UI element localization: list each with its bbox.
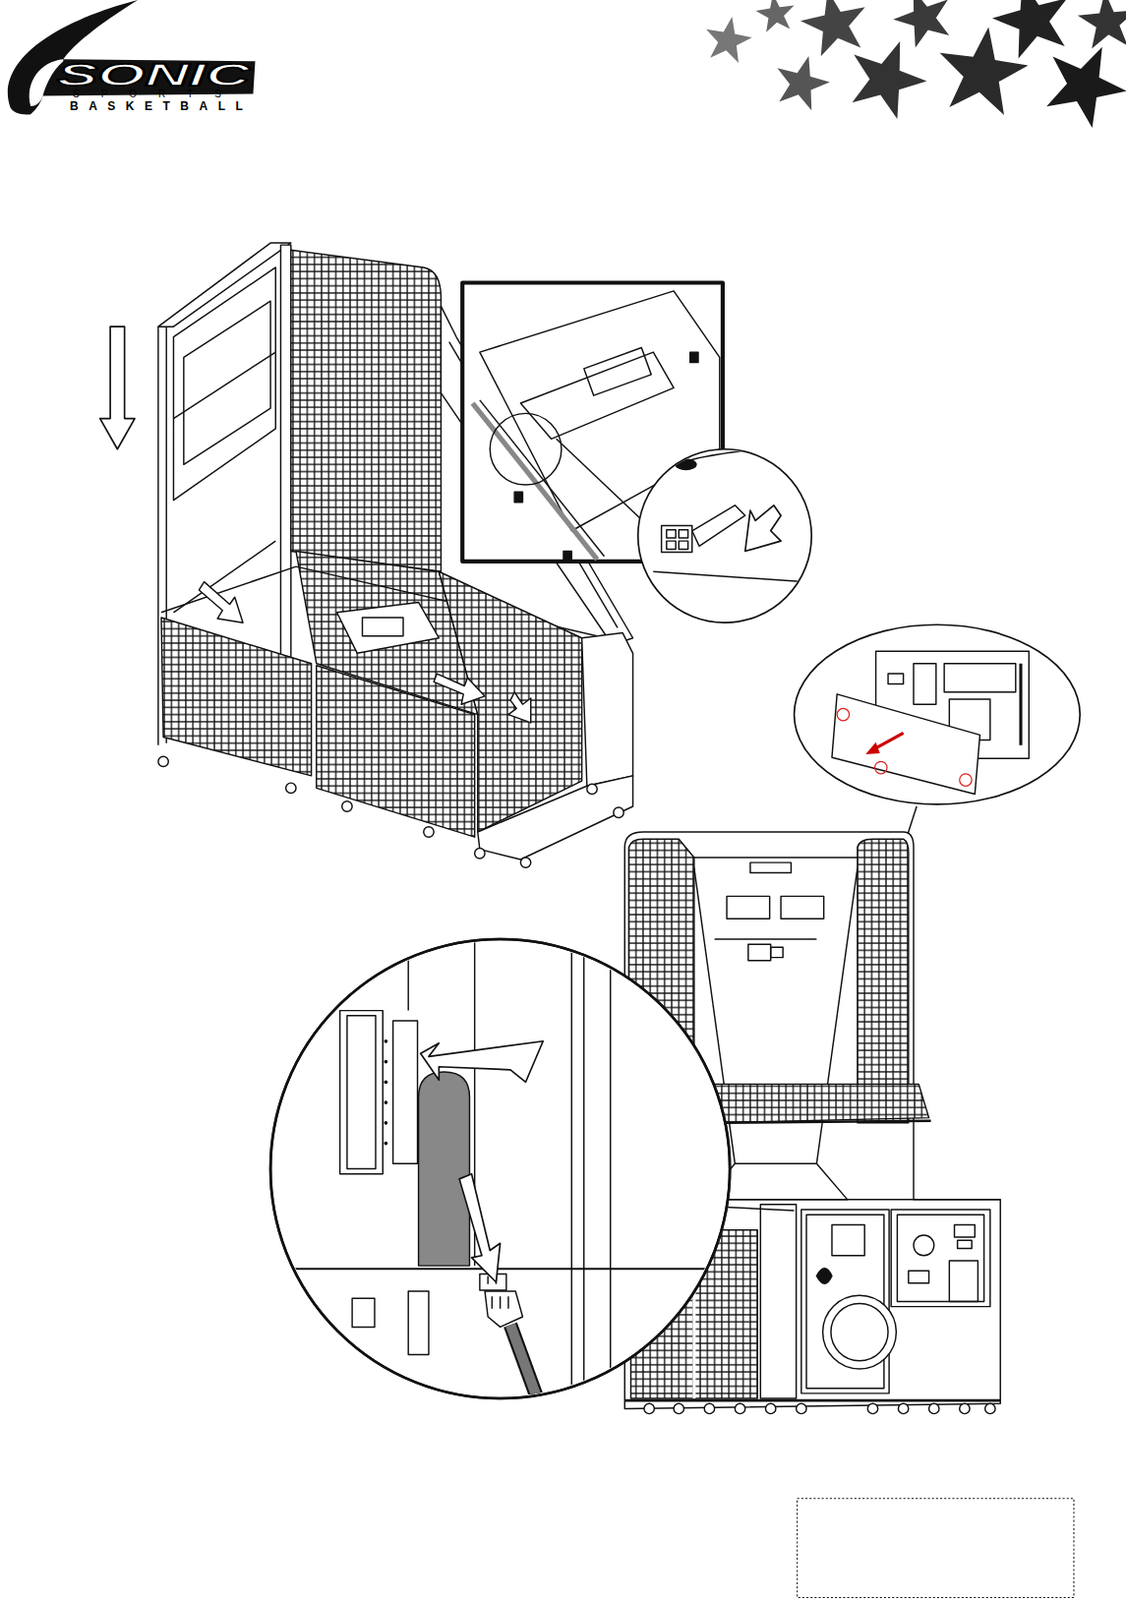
star-decoration — [701, 0, 1126, 135]
note-box — [797, 1498, 1074, 1599]
magnified-detail — [255, 918, 795, 1429]
logo-wordmark: SONIC — [57, 59, 250, 91]
logo-subtitle: BASKETBALL — [69, 100, 253, 113]
logo-swoosh — [7, 0, 256, 115]
connector-detail — [638, 449, 812, 623]
logo-subtitle: SPORTS — [72, 89, 243, 100]
